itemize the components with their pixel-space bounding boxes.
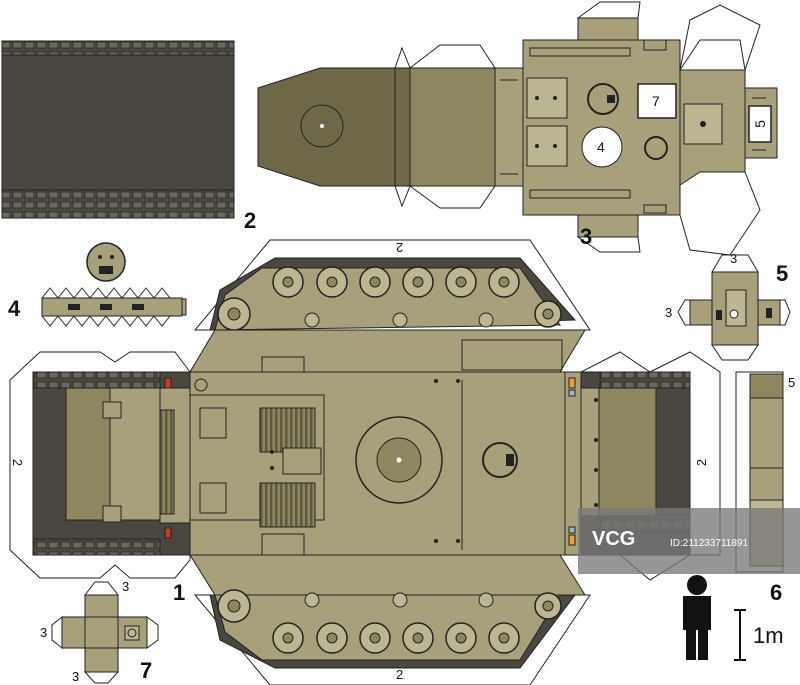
part-number-4: 4	[8, 296, 21, 321]
bottom-road-wheels	[217, 589, 562, 654]
part5-glue-left: 3	[665, 305, 673, 320]
glue-label-left-side: 2	[10, 458, 26, 467]
part5-glue-top: 3	[730, 251, 738, 266]
part-4-periscope	[41, 242, 187, 327]
scale-bar	[734, 609, 746, 661]
part7-glue-left: 3	[40, 625, 48, 640]
hatch-label-four: 4	[597, 139, 605, 155]
glue-label-right-side: 2	[694, 458, 710, 467]
part7-glue-top: 3	[122, 579, 130, 594]
part7-glue-bottom: 3	[72, 669, 80, 684]
watermark-id: ID:211233711891	[670, 538, 749, 549]
part-2-track-strip	[1, 40, 235, 219]
part-number-3: 3	[580, 224, 593, 249]
glue-label-track-bottom: 2	[396, 667, 404, 682]
hatch-label-seven: 7	[652, 93, 660, 109]
watermark-logo: VCG	[592, 528, 636, 550]
watermark: VCG ID:211233711891	[578, 508, 800, 574]
part-number-7: 7	[140, 658, 153, 683]
part-7-cube	[51, 581, 159, 684]
part-5-box	[677, 254, 791, 361]
box-label-five: 5	[751, 120, 768, 128]
top-road-wheels	[217, 266, 562, 331]
scale-label: 1m	[753, 623, 784, 648]
part-3-turret-net	[257, 1, 778, 256]
glue-label-track-top: 2	[396, 240, 404, 255]
part6-strip-label: 5	[788, 375, 796, 390]
part-number-5: 5	[776, 261, 789, 286]
part-number-2: 2	[244, 208, 257, 233]
part-number-1: 1	[173, 580, 186, 605]
part-number-6: 6	[770, 580, 783, 605]
human-silhouette	[683, 575, 711, 660]
